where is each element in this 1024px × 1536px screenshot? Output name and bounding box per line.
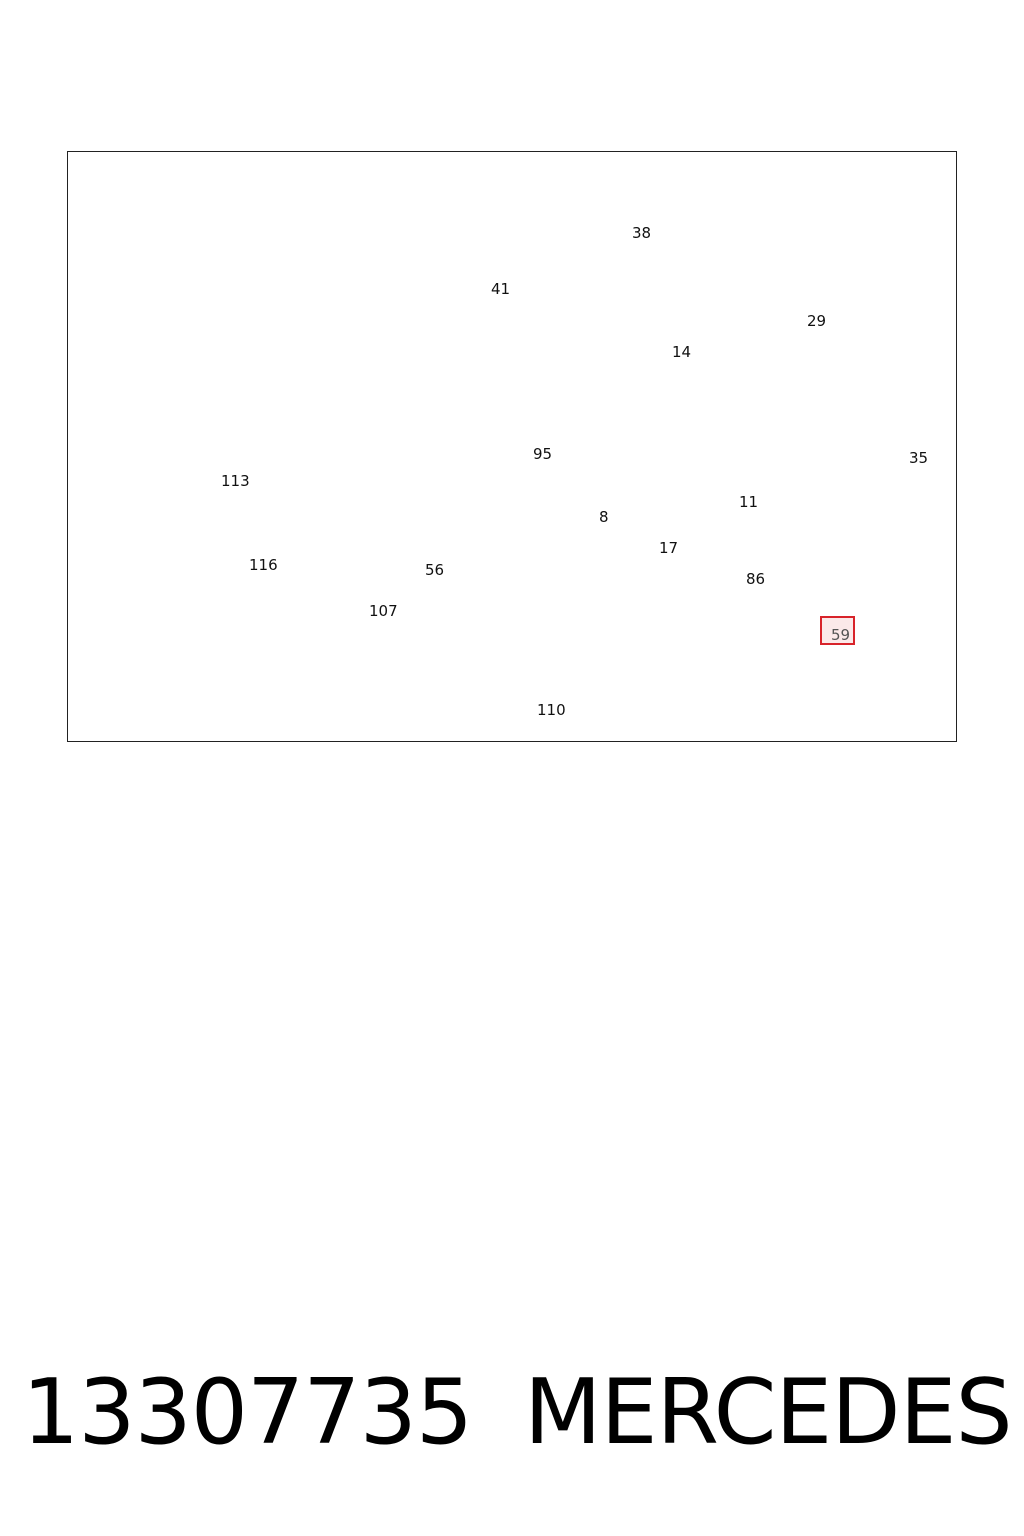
callout-14: 14 [672,343,692,361]
callout-113: 113 [221,472,250,490]
callout-41: 41 [491,280,511,298]
callout-38: 38 [632,224,652,242]
callout-59: 59 [831,626,851,644]
highlight-box-59 [820,616,855,645]
callout-110: 110 [537,701,566,719]
callout-116: 116 [249,556,278,574]
callout-35: 35 [909,449,929,467]
callout-17: 17 [659,539,679,557]
diagram-frame [67,151,957,742]
callout-107: 107 [369,602,398,620]
callout-86: 86 [746,570,766,588]
callout-8: 8 [599,508,609,526]
brand-name: MERCEDES [524,1360,1013,1465]
callout-29: 29 [807,312,827,330]
part-number: 13307735 [22,1360,473,1465]
footer-caption: 13307735 MERCEDES [0,1360,1024,1470]
callout-56: 56 [425,561,445,579]
callout-95: 95 [533,445,553,463]
callout-11: 11 [739,493,759,511]
